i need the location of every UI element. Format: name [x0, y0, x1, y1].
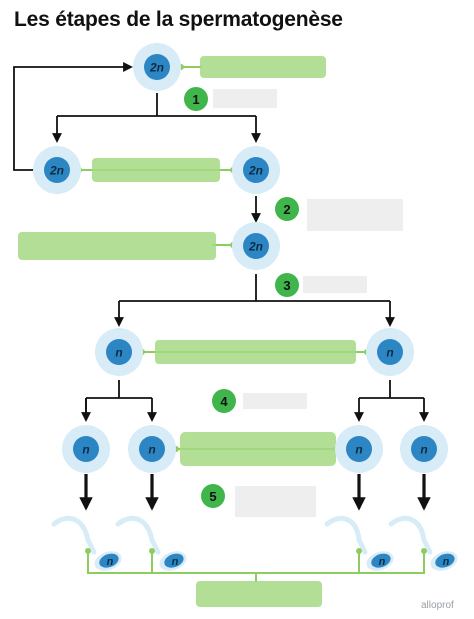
spermatozoon-1: n: [51, 516, 122, 571]
label-band-bottom: [196, 581, 322, 607]
cell-fifth-1-ploidy: n: [82, 443, 89, 457]
page-title: Les étapes de la spermatogenèse: [14, 8, 343, 31]
arrow-loop-back: [13, 62, 133, 171]
cell-second-left: 2n: [33, 146, 81, 194]
cell-fifth-4-ploidy: n: [420, 443, 427, 457]
cell-fifth-1: n: [62, 425, 110, 473]
label-band-top: [200, 56, 326, 78]
cell-second-right: 2n: [232, 146, 280, 194]
blank-label-step-3: [303, 276, 367, 293]
cell-third: 2n: [232, 222, 280, 270]
cell-top: 2n: [133, 43, 181, 91]
cell-second-left-ploidy: 2n: [49, 164, 64, 178]
step-badge-1: 1: [184, 87, 208, 111]
step-number-5: 5: [209, 489, 216, 504]
spermatozoon-2-ploidy: n: [172, 556, 179, 568]
step-number-1: 1: [192, 92, 199, 107]
spermatozoon-2: n: [115, 516, 187, 571]
cell-fifth-4: n: [400, 425, 448, 473]
brand-logo-text: alloprof: [421, 600, 454, 611]
step-badge-4: 4: [212, 389, 236, 413]
spermatozoon-4-ploidy: n: [443, 556, 450, 568]
cell-third-ploidy: 2n: [248, 240, 263, 254]
green-bands: [18, 56, 425, 607]
blank-label-step-5: [235, 486, 316, 517]
cell-fifth-2: n: [128, 425, 176, 473]
label-band-fourth: [155, 340, 356, 364]
step-number-3: 3: [283, 278, 290, 293]
label-band-third: [18, 232, 216, 260]
cell-fourth-right-ploidy: n: [386, 346, 393, 360]
blank-label-step-4: [243, 393, 307, 409]
label-band-second: [92, 158, 220, 182]
cell-fourth-left: n: [95, 328, 143, 376]
blank-label-step-2: [307, 199, 403, 231]
cell-fifth-3-ploidy: n: [355, 443, 362, 457]
spermatozoon-1-ploidy: n: [107, 556, 114, 568]
step-badge-2: 2: [275, 197, 299, 221]
label-band-fifth: [180, 432, 336, 466]
step-number-4: 4: [220, 394, 228, 409]
thick-arrows: [79, 474, 431, 511]
arrows: [13, 62, 424, 420]
step-badge-3: 3: [275, 273, 299, 297]
cell-fifth-2-ploidy: n: [148, 443, 155, 457]
spermatozoon-3-ploidy: n: [379, 556, 386, 568]
spermatozoon-3: n: [324, 516, 394, 571]
blank-label-step-1: [213, 89, 277, 108]
cell-fifth-3: n: [335, 425, 383, 473]
arrow-branch-4-right: [359, 380, 424, 420]
blank-labels: [213, 89, 403, 517]
cell-fourth-left-ploidy: n: [115, 346, 122, 360]
step-number-2: 2: [283, 202, 290, 217]
spermatozoon-4: n: [388, 516, 458, 571]
cell-fourth-right: n: [366, 328, 414, 376]
cell-second-right-ploidy: 2n: [248, 164, 263, 178]
cell-top-ploidy: 2n: [149, 61, 164, 75]
arrow-branch-4-left: [85, 380, 152, 420]
step-badge-5: 5: [201, 484, 225, 508]
